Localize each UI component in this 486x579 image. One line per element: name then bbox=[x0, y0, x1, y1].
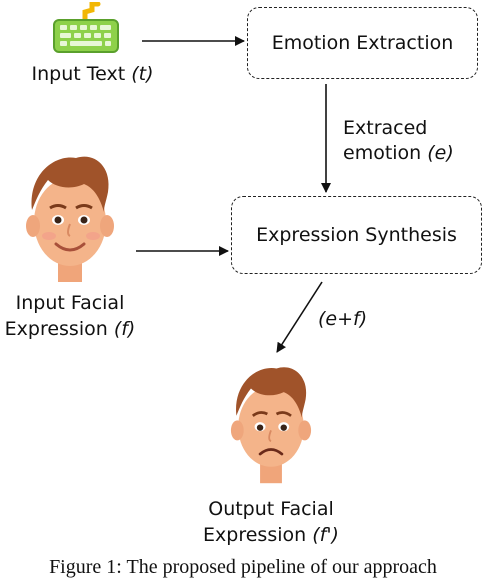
expression-synthesis-label: Expression Synthesis bbox=[256, 224, 457, 246]
figure-caption: Figure 1: The proposed pipeline of our a… bbox=[49, 556, 437, 578]
keyboard-icon bbox=[53, 2, 119, 53]
emotion-extraction-label: Emotion Extraction bbox=[271, 32, 454, 54]
sad-face-icon bbox=[230, 367, 312, 484]
combined-label: (e+f) bbox=[318, 308, 368, 330]
expression-synthesis-box: Expression Synthesis bbox=[231, 196, 482, 274]
output-face-label: Output Facial Expression (f') bbox=[203, 498, 339, 546]
smiling-face-icon bbox=[26, 156, 114, 282]
input-face-label: Input Facial Expression (f) bbox=[4, 292, 136, 340]
emotion-extraction-box: Emotion Extraction bbox=[247, 7, 478, 79]
input-text-label: Input Text (t) bbox=[31, 63, 154, 85]
extracted-emotion-label: Extraced emotion (e) bbox=[343, 117, 454, 164]
arrow-synthesis-to-output bbox=[276, 281, 323, 353]
